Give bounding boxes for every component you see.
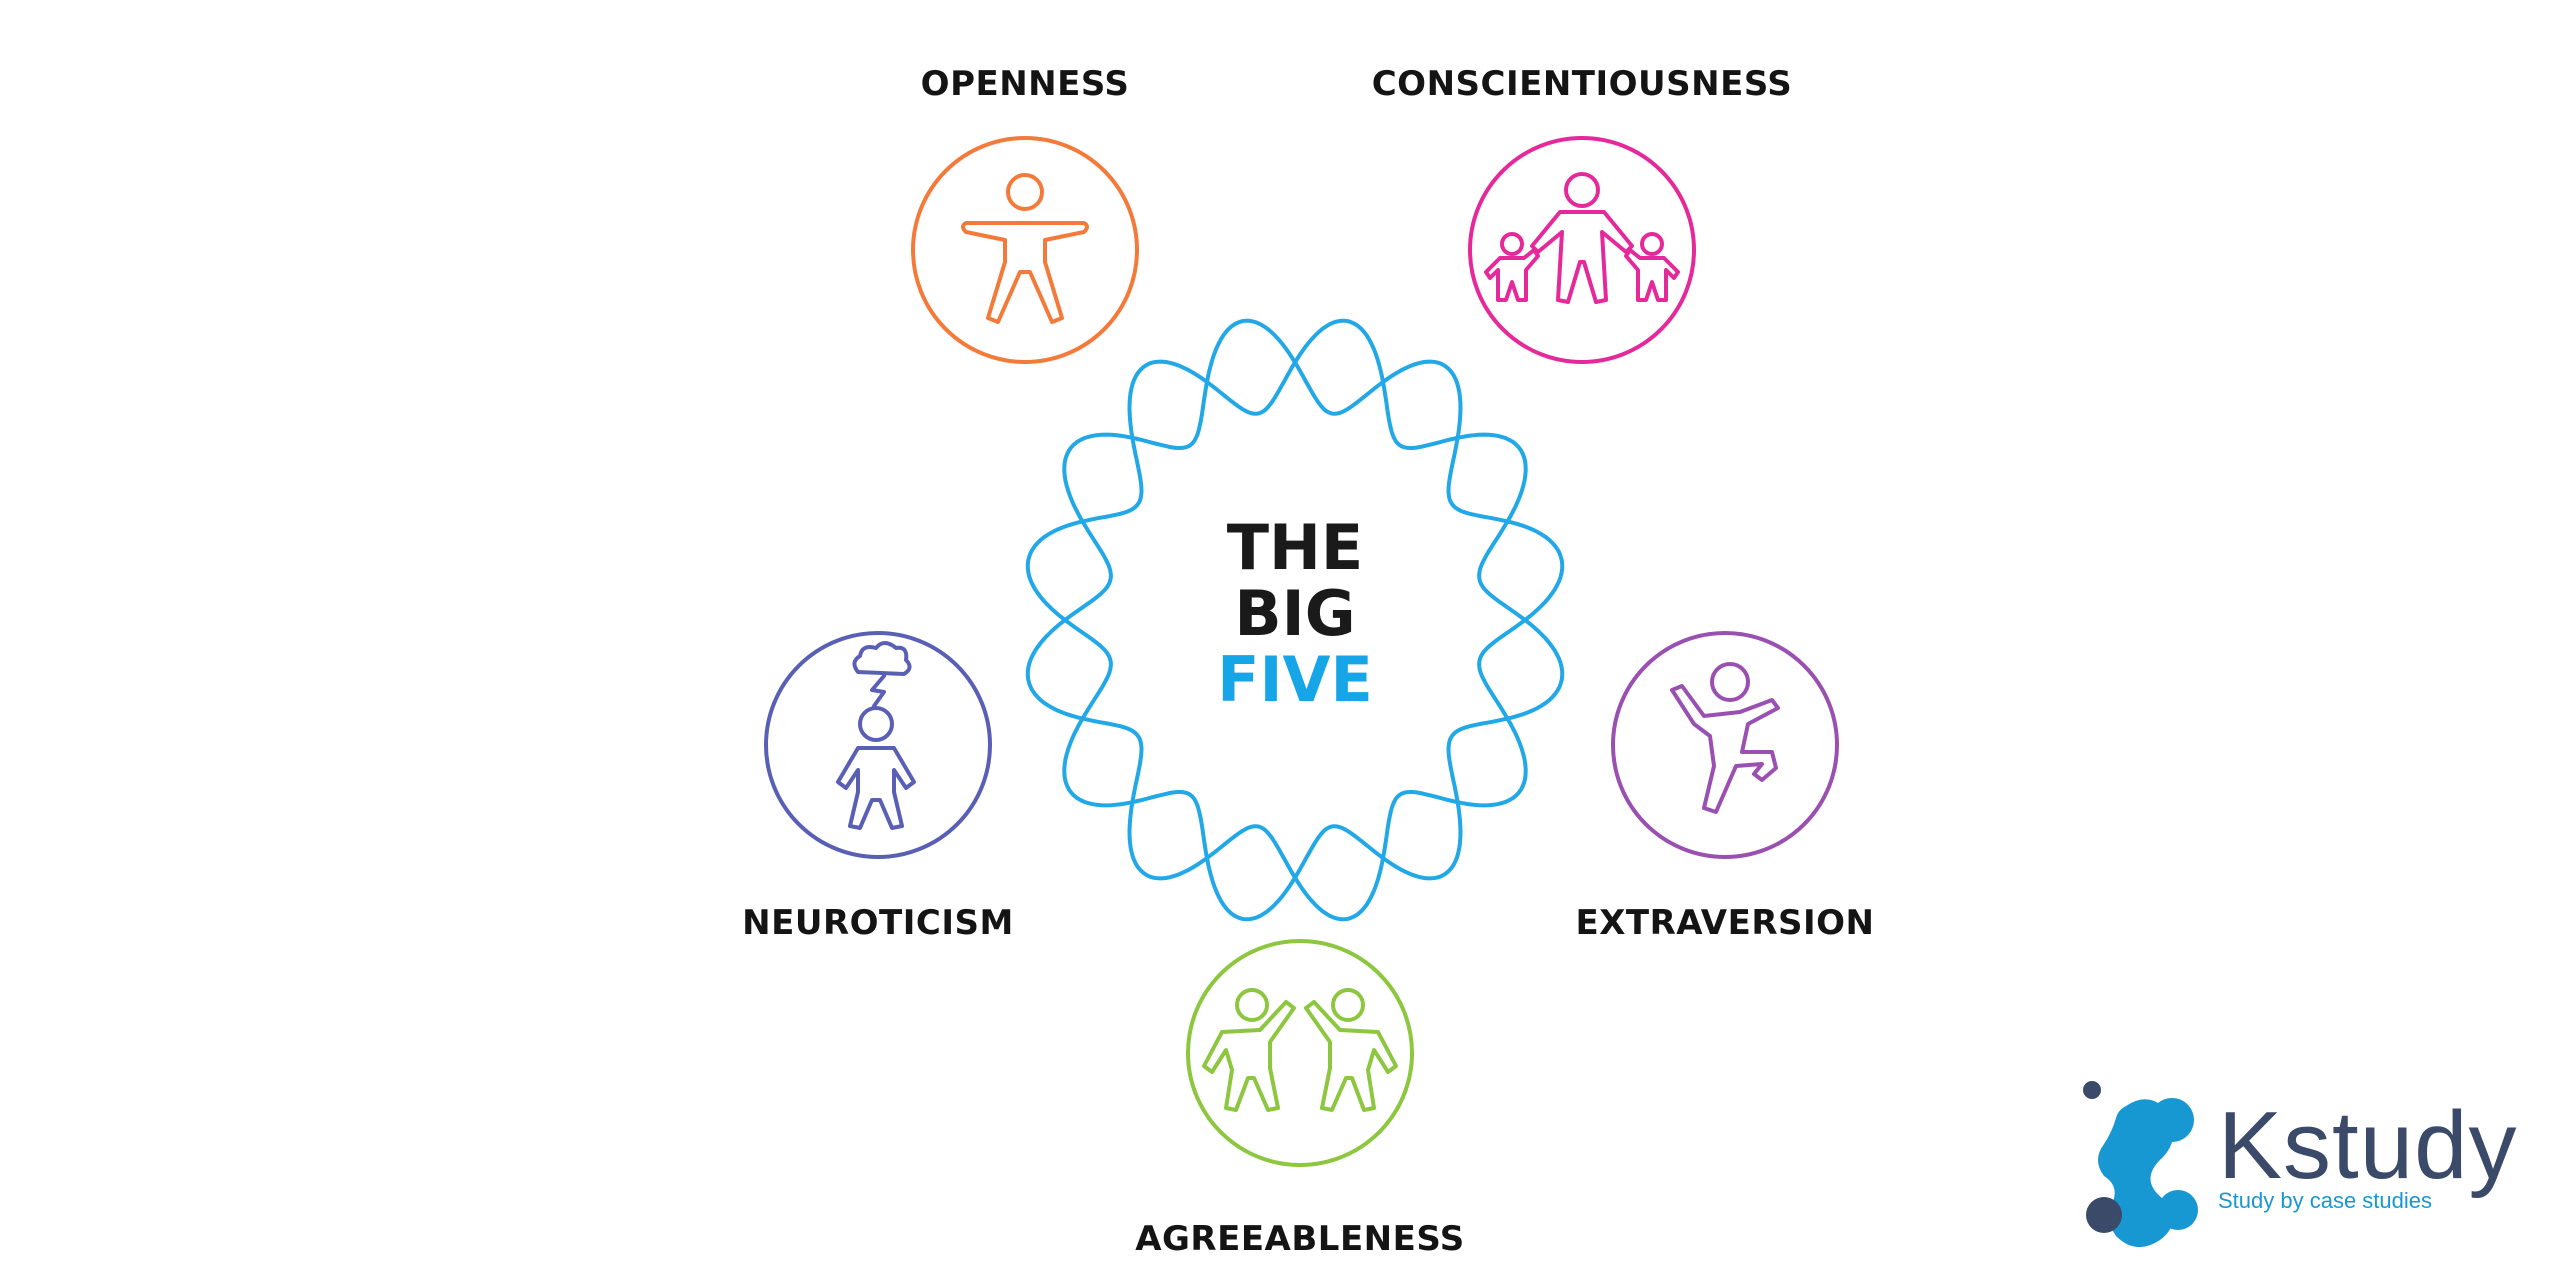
neuroticism-node xyxy=(764,631,992,859)
wave-ring xyxy=(1025,318,1565,922)
center-title: THE BIG FIVE xyxy=(1217,515,1373,713)
conscientiousness-node xyxy=(1468,136,1696,364)
agreeableness-circle xyxy=(1186,939,1414,1167)
openness-circle xyxy=(911,136,1139,364)
neuroticism-circle xyxy=(764,631,992,859)
conscientiousness-circle xyxy=(1468,136,1696,364)
logo-wordmark: Kstudy xyxy=(2218,1092,2518,1199)
extraversion-node xyxy=(1611,631,1839,859)
person-arms-out-icon xyxy=(961,173,1089,324)
openness-node xyxy=(911,136,1139,364)
conscientiousness-label: CONSCIENTIOUSNESS xyxy=(1371,64,1793,104)
center-title-line-2: BIG xyxy=(1234,577,1356,650)
extraversion-circle xyxy=(1611,631,1839,859)
center-title-line-3: FIVE xyxy=(1217,643,1373,716)
two-people-high-five-icon xyxy=(1202,988,1398,1112)
agreeableness-label: AGREEABLENESS xyxy=(1135,1219,1465,1259)
agreeableness-node xyxy=(1186,939,1414,1167)
jumping-person-icon xyxy=(1670,662,1780,814)
parent-with-children-icon xyxy=(1484,172,1680,304)
center-title-line-1: THE xyxy=(1226,511,1364,584)
openness-label: OPENNESS xyxy=(920,64,1130,104)
logo-tagline: Study by case studies xyxy=(2218,1188,2433,1213)
molecule-k-icon xyxy=(2083,1081,2198,1248)
person-with-storm-cloud-icon xyxy=(836,641,916,830)
extraversion-label: EXTRAVERSION xyxy=(1575,903,1875,943)
neuroticism-label: NEUROTICISM xyxy=(742,903,1014,943)
wave-line-b xyxy=(1025,318,1565,922)
